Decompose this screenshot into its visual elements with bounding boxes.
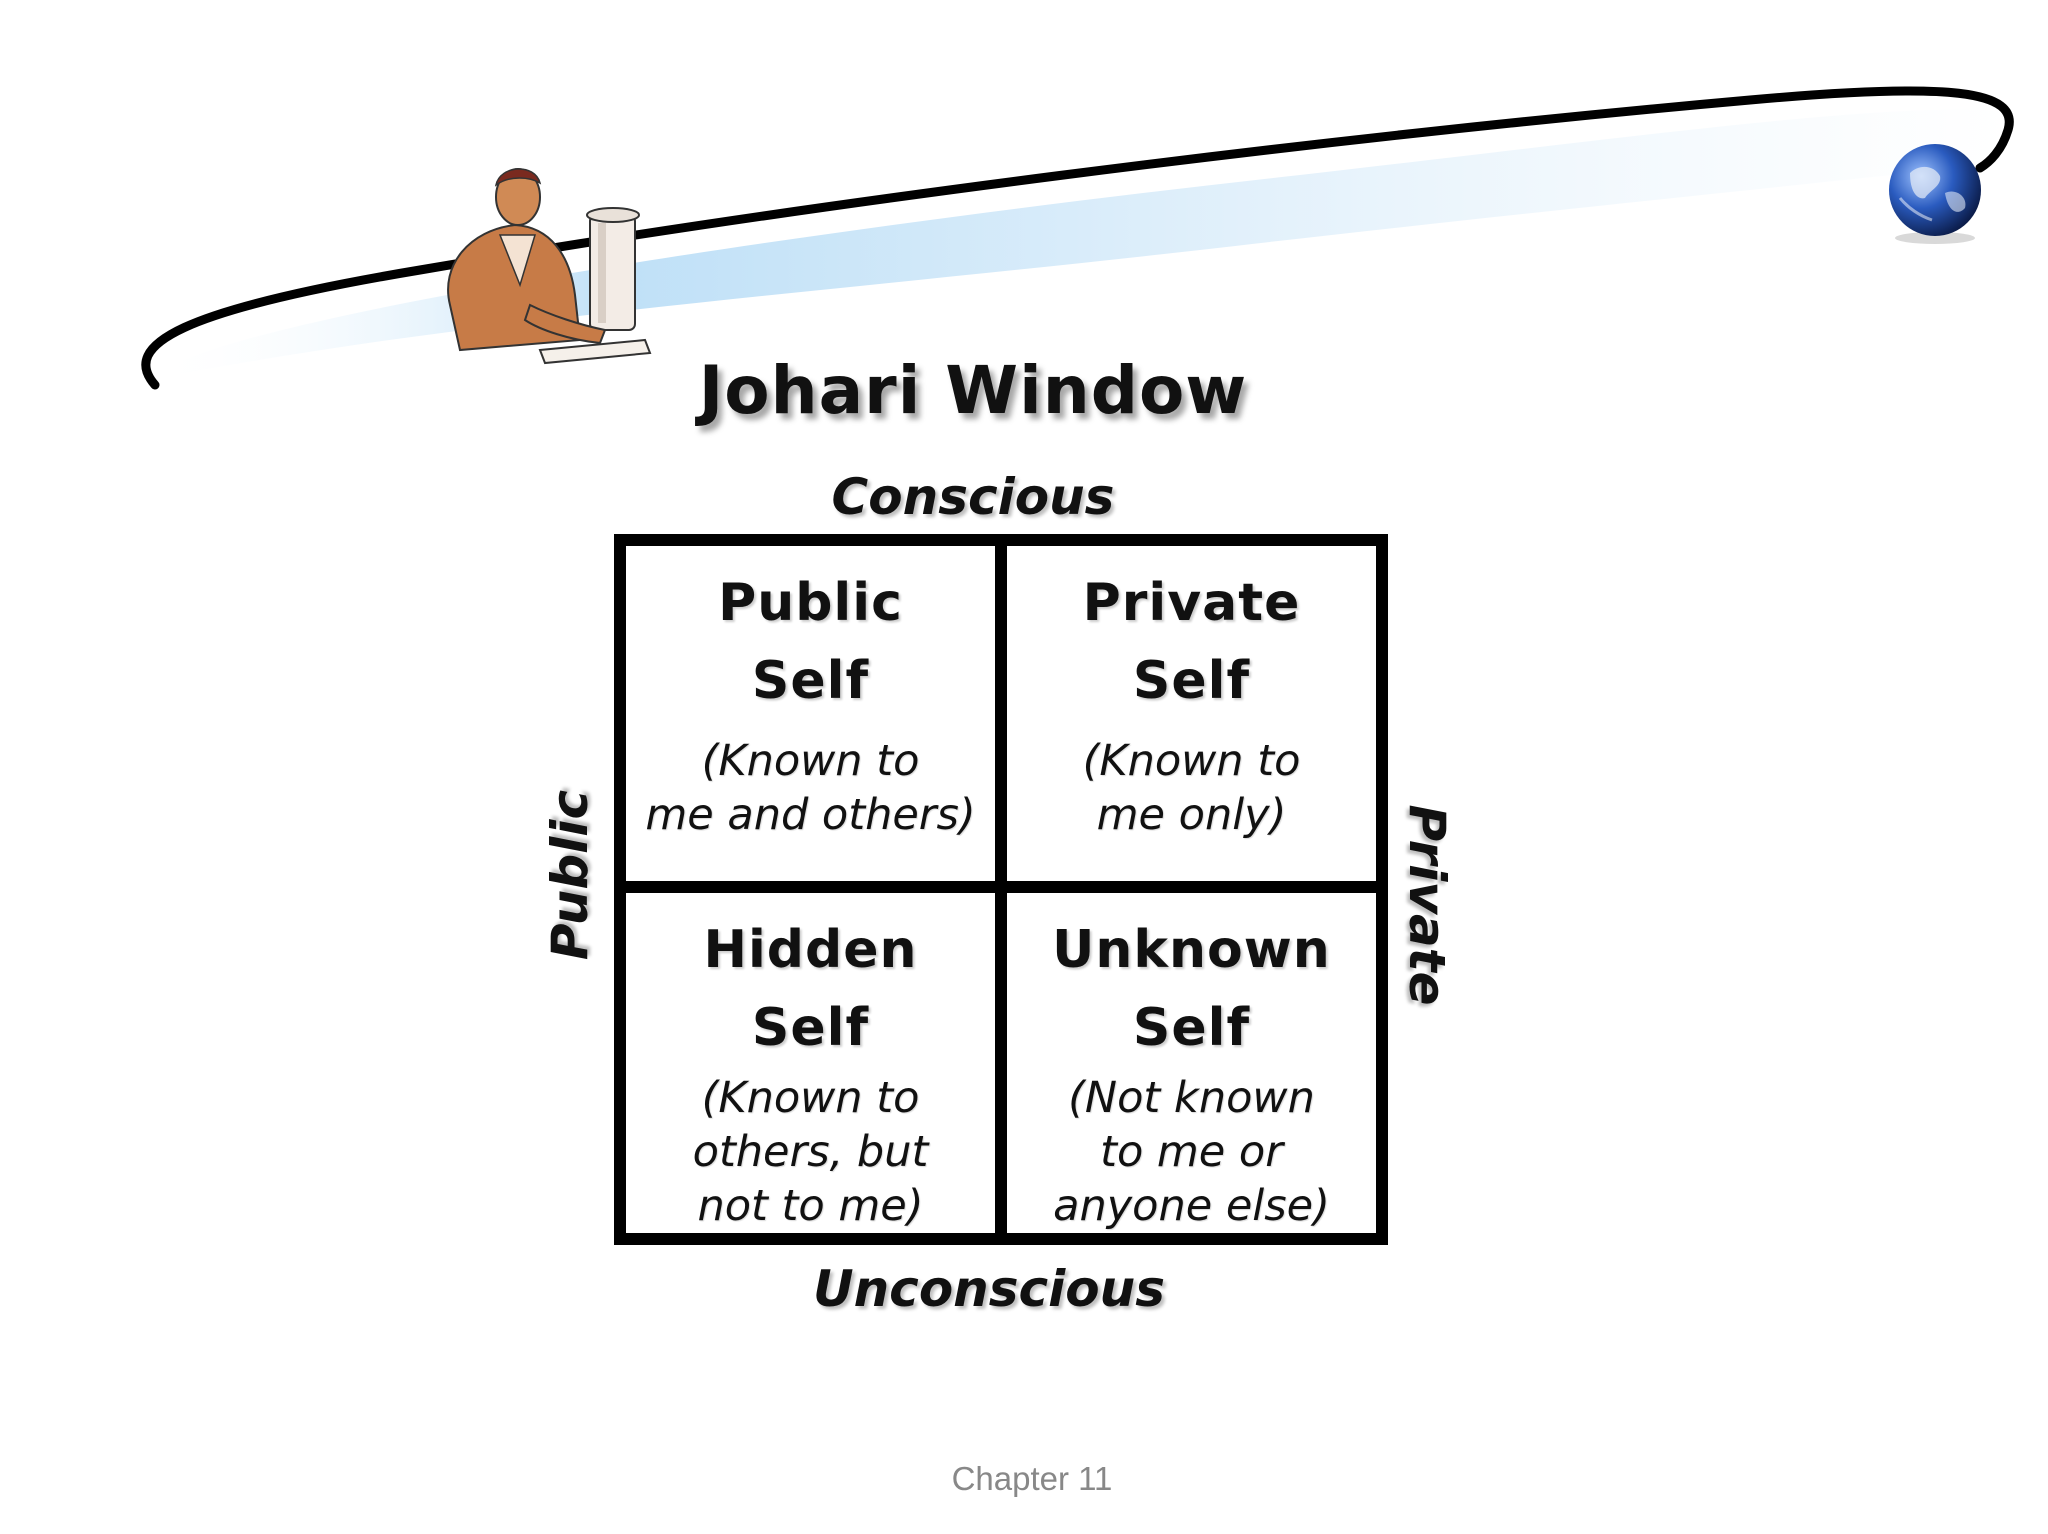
quadrant-description-line: not to me) xyxy=(697,1181,924,1231)
quadrant-public-self: Public Self (Known to me and others) xyxy=(626,546,995,881)
quadrant-description: (Known to me and others) xyxy=(626,734,995,842)
axis-label-right: Private xyxy=(1398,804,1456,1006)
person-at-computer-icon xyxy=(447,168,652,365)
quadrant-hidden-self: Hidden Self (Known to others, but not to… xyxy=(626,893,995,1233)
axis-label-top: Conscious xyxy=(831,468,1115,526)
quadrant-description: (Not known to me or anyone else) xyxy=(1007,1071,1376,1233)
quadrant-private-self: Private Self (Known to me only) xyxy=(1007,546,1376,881)
quadrant-description-line: me and others) xyxy=(645,790,976,840)
quadrant-name-line1: Hidden xyxy=(703,920,918,980)
quadrant-name-line2: Self xyxy=(751,651,870,711)
quadrant-description-line: others, but xyxy=(692,1127,929,1177)
quadrant-description-line: anyone else) xyxy=(1053,1181,1330,1231)
johari-grid: Public Self (Known to me and others) Pri… xyxy=(614,534,1388,1245)
axis-label-bottom: Unconscious xyxy=(812,1260,1166,1318)
quadrant-name-line2: Self xyxy=(1132,998,1251,1058)
quadrant-description-line: (Known to xyxy=(701,736,920,786)
header-swoosh xyxy=(141,86,2014,390)
quadrant-name-line2: Self xyxy=(751,998,870,1058)
quadrant-description: (Known to me only) xyxy=(1007,734,1376,842)
quadrant-description: (Known to others, but not to me) xyxy=(626,1071,995,1233)
quadrant-description-line: (Known to xyxy=(701,1073,920,1123)
quadrant-name-line1: Unknown xyxy=(1052,920,1331,980)
quadrant-name-line1: Private xyxy=(1082,573,1301,633)
quadrant-description-line: (Not known xyxy=(1068,1073,1315,1123)
globe-icon xyxy=(1889,144,1981,244)
quadrant-name-line2: Self xyxy=(1132,651,1251,711)
quadrant-description-line: me only) xyxy=(1096,790,1287,840)
quadrant-name-line1: Public xyxy=(718,573,903,633)
quadrant-description-line: to me or xyxy=(1100,1127,1283,1177)
quadrant-unknown-self: Unknown Self (Not known to me or anyone … xyxy=(1007,893,1376,1233)
page-title: Johari Window xyxy=(698,352,1248,429)
axis-label-left: Public xyxy=(541,789,599,961)
slide-footer: Chapter 11 xyxy=(951,1460,1113,1497)
quadrant-description-line: (Known to xyxy=(1082,736,1301,786)
